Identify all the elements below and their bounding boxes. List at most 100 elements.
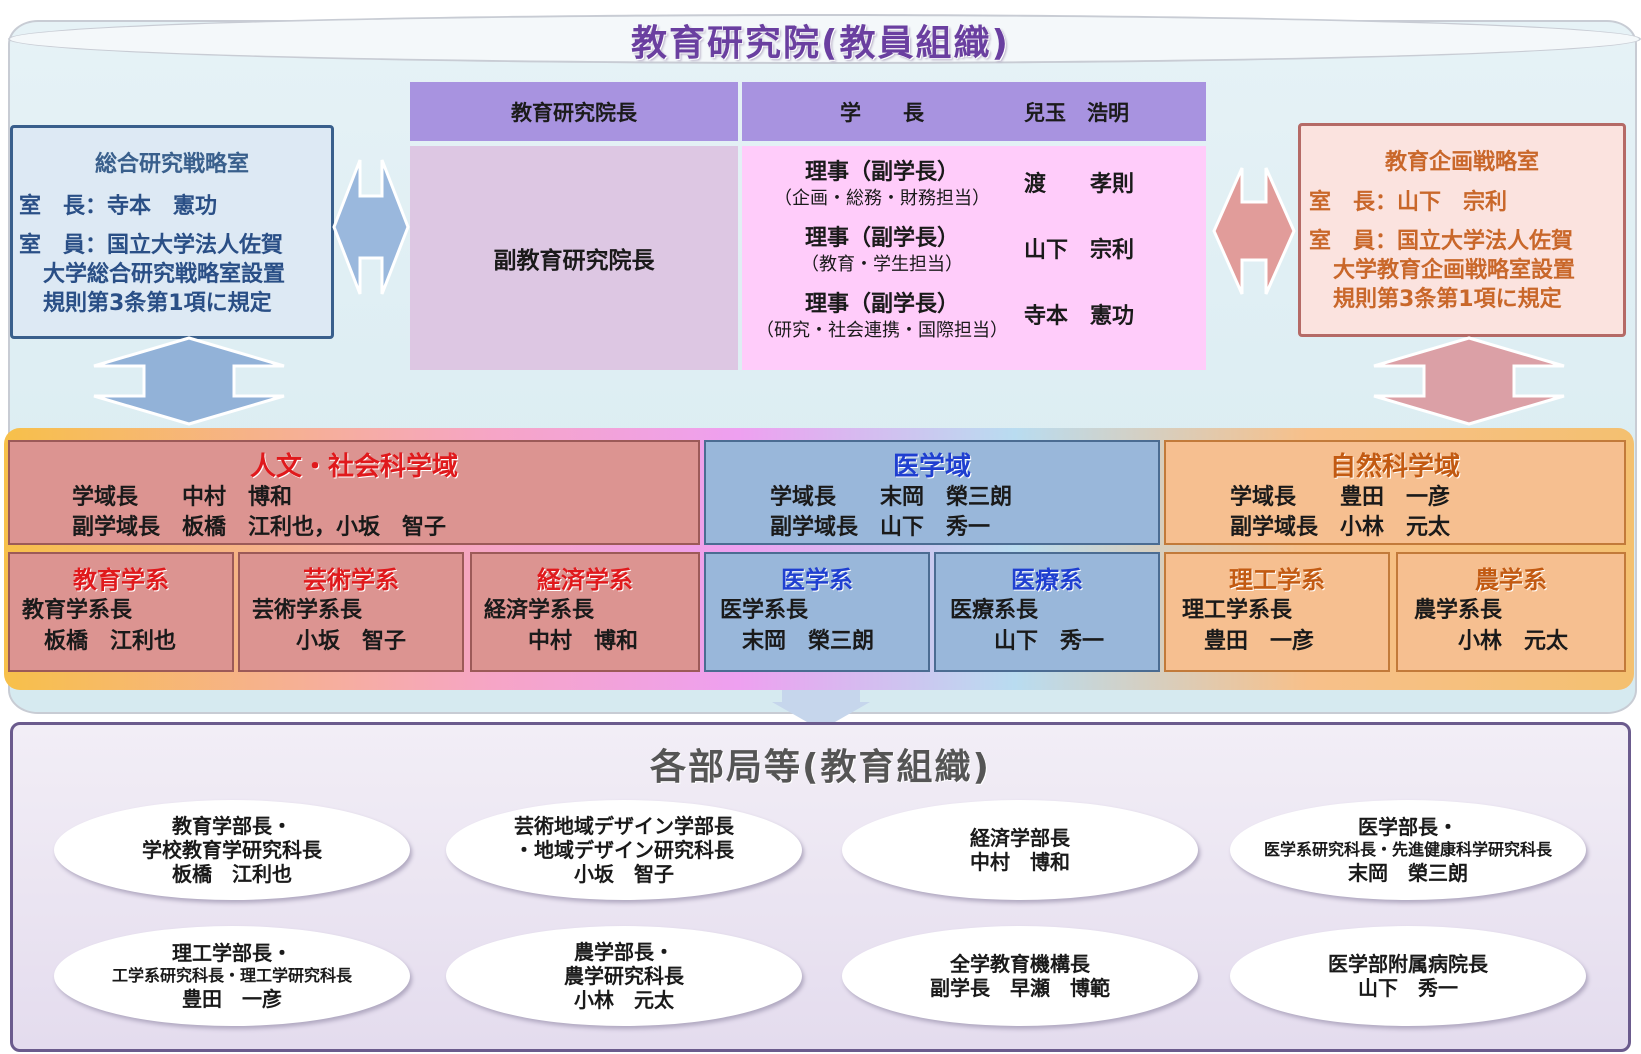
director-responsibility: （教育・学生担当） bbox=[801, 254, 963, 275]
dept-head-label: 芸術学系長 bbox=[252, 598, 363, 623]
director-row: 理事（副学長） （企画・総務・財務担当） 渡 孝則 bbox=[742, 152, 1206, 218]
dept-education: 教育学系 教育学系長 板橋 江利也 bbox=[8, 552, 234, 672]
unit-line: 教育学部長・ bbox=[172, 814, 292, 838]
domain-science: 自然科学域 学域長 豊田 一彦 副学域長 小林 元太 bbox=[1164, 440, 1626, 545]
dept-head-label: 経済学系長 bbox=[484, 598, 595, 623]
office-title: 総合研究戦略室 bbox=[94, 152, 249, 177]
unit-oval: 全学教育機構長 副学長 早瀬 博範 bbox=[842, 926, 1198, 1026]
dept-head-label: 農学系長 bbox=[1414, 598, 1503, 623]
dept-title: 芸術学系 bbox=[303, 566, 399, 594]
unit-line: 農学部長・ bbox=[574, 940, 674, 964]
director-row: 理事（副学長） （教育・学生担当） 山下 宗利 bbox=[742, 218, 1206, 284]
director-responsibility: （企画・総務・財務担当） bbox=[774, 188, 990, 209]
unit-line: ・地域デザイン研究科長 bbox=[514, 838, 734, 862]
dept-agriculture: 農学系 農学系長 小林 元太 bbox=[1396, 552, 1626, 672]
double-arrow-left-icon bbox=[332, 159, 410, 295]
domain-title: 医学域 bbox=[892, 452, 971, 482]
director-header: 教育研究院長 bbox=[410, 82, 738, 141]
president-header: 学 長 兒玉 浩明 bbox=[742, 82, 1206, 141]
unit-line: 豊田 一彦 bbox=[182, 987, 282, 1011]
dept-head-name: 中村 博和 bbox=[484, 629, 639, 654]
dept-healthcare: 医療系 医療系長 山下 秀一 bbox=[934, 552, 1160, 672]
director-name: 山下 宗利 bbox=[1024, 238, 1135, 263]
dept-title: 教育学系 bbox=[73, 566, 169, 594]
domain-title: 自然科学域 bbox=[1329, 452, 1460, 482]
unit-line: 経済学部長 bbox=[970, 826, 1070, 850]
unit-line: 理工学部長・ bbox=[172, 941, 292, 965]
unit-line: 中村 博和 bbox=[970, 850, 1070, 874]
office-head: 室 長：寺本 憲功 bbox=[19, 194, 218, 219]
president-label: 学 長 bbox=[840, 100, 924, 125]
unit-line: 学校教育学研究科長 bbox=[142, 838, 322, 862]
dept-head-label: 医学系長 bbox=[720, 598, 809, 623]
down-arrow-icon bbox=[772, 690, 870, 730]
dept-head-name: 豊田 一彦 bbox=[1182, 629, 1315, 654]
domain-head: 学域長 末岡 榮三朗 bbox=[770, 485, 1013, 510]
vertical-double-arrow-right-icon bbox=[1373, 336, 1565, 426]
education-planning-office: 教育企画戦略室 室 長：山下 宗利 室 員：国立大学法人佐賀 大学教育企画戦略室… bbox=[1298, 123, 1626, 337]
dept-science-engineering: 理工学系 理工学系長 豊田 一彦 bbox=[1164, 552, 1390, 672]
dept-title: 経済学系 bbox=[537, 566, 633, 594]
domain-deputy: 副学域長 小林 元太 bbox=[1230, 515, 1451, 540]
double-arrow-right-icon bbox=[1212, 167, 1296, 295]
president-name: 兒玉 浩明 bbox=[1024, 100, 1129, 125]
unit-line: 工学系研究科長・理工学研究科長 bbox=[111, 966, 352, 985]
dept-head-name: 小林 元太 bbox=[1414, 629, 1569, 654]
office-members-line: 規則第3条第1項に規定 bbox=[1333, 287, 1562, 312]
dept-title: 医療系 bbox=[1011, 566, 1083, 594]
vertical-double-arrow-left-icon bbox=[93, 336, 285, 426]
director-row: 理事（副学長） （研究・社会連携・国際担当） 寺本 憲功 bbox=[742, 284, 1206, 350]
directors-cell: 理事（副学長） （企画・総務・財務担当） 渡 孝則 理事（副学長） （教育・学生… bbox=[742, 146, 1206, 370]
office-head: 室 長：山下 宗利 bbox=[1309, 190, 1508, 215]
vice-director-cell: 副教育研究院長 bbox=[410, 146, 738, 370]
unit-oval: 理工学部長・ 工学系研究科長・理工学研究科長 豊田 一彦 bbox=[54, 926, 410, 1026]
unit-line: 農学研究科長 bbox=[564, 964, 684, 988]
domain-head: 学域長 中村 博和 bbox=[72, 485, 293, 510]
director-name: 渡 孝則 bbox=[1024, 172, 1135, 197]
unit-line: 小林 元太 bbox=[574, 988, 674, 1012]
unit-line: 全学教育機構長 bbox=[950, 952, 1090, 976]
unit-line: 医学系研究科長・先進健康科学研究科長 bbox=[1263, 840, 1552, 859]
office-members-line: 室 員：国立大学法人佐賀 bbox=[19, 233, 284, 258]
domain-title: 人文・社会科学域 bbox=[249, 452, 458, 482]
unit-oval: 医学部附属病院長 山下 秀一 bbox=[1230, 926, 1586, 1026]
unit-oval: 経済学部長 中村 博和 bbox=[842, 800, 1198, 900]
office-members-line: 大学総合研究戦略室設置 bbox=[43, 262, 286, 287]
dept-head-label: 医療系長 bbox=[950, 598, 1039, 623]
dept-arts: 芸術学系 芸術学系長 小坂 智子 bbox=[238, 552, 464, 672]
dept-title: 理工学系 bbox=[1229, 566, 1325, 594]
office-members-line: 大学教育企画戦略室設置 bbox=[1333, 258, 1576, 283]
dept-head-name: 小坂 智子 bbox=[252, 629, 407, 654]
unit-line: 医学部長・ bbox=[1358, 815, 1458, 839]
director-name: 寺本 憲功 bbox=[1024, 304, 1135, 329]
unit-line: 医学部附属病院長 bbox=[1328, 952, 1488, 976]
office-title: 教育企画戦略室 bbox=[1384, 150, 1539, 175]
unit-oval: 芸術地域デザイン学部長 ・地域デザイン研究科長 小坂 智子 bbox=[446, 800, 802, 900]
director-role: 理事（副学長） bbox=[804, 160, 959, 185]
unit-oval: 教育学部長・ 学校教育学研究科長 板橋 江利也 bbox=[54, 800, 410, 900]
domain-humanities: 人文・社会科学域 学域長 中村 博和 副学域長 板橋 江利也，小坂 智子 bbox=[8, 440, 700, 545]
domain-head: 学域長 豊田 一彦 bbox=[1230, 485, 1451, 510]
dept-head-name: 山下 秀一 bbox=[950, 629, 1105, 654]
unit-line: 末岡 榮三朗 bbox=[1348, 861, 1468, 885]
top-title: 教育研究院(教員組織) bbox=[631, 23, 1010, 64]
dept-head-label: 理工学系長 bbox=[1182, 598, 1293, 623]
cylinder-top bbox=[8, 14, 1641, 64]
bottom-title: 各部局等(教育組織) bbox=[650, 747, 991, 788]
office-members-line: 室 員：国立大学法人佐賀 bbox=[1309, 229, 1574, 254]
unit-line: 山下 秀一 bbox=[1358, 976, 1458, 1000]
unit-line: 板橋 江利也 bbox=[172, 862, 292, 886]
dept-medicine: 医学系 医学系長 末岡 榮三朗 bbox=[704, 552, 930, 672]
unit-oval: 医学部長・ 医学系研究科長・先進健康科学研究科長 末岡 榮三朗 bbox=[1230, 800, 1586, 900]
unit-line: 芸術地域デザイン学部長 bbox=[514, 814, 734, 838]
director-role: 理事（副学長） bbox=[804, 226, 959, 251]
dept-title: 医学系 bbox=[781, 566, 853, 594]
dept-head-name: 板橋 江利也 bbox=[22, 629, 177, 654]
dept-head-label: 教育学系長 bbox=[22, 598, 133, 623]
director-role: 理事（副学長） bbox=[804, 292, 959, 317]
domain-medical: 医学域 学域長 末岡 榮三朗 副学域長 山下 秀一 bbox=[704, 440, 1160, 545]
unit-line: 小坂 智子 bbox=[574, 862, 674, 886]
research-strategy-office: 総合研究戦略室 室 長：寺本 憲功 室 員：国立大学法人佐賀 大学総合研究戦略室… bbox=[10, 125, 334, 339]
domain-deputy: 副学域長 板橋 江利也，小坂 智子 bbox=[72, 515, 447, 540]
office-members-line: 規則第3条第1項に規定 bbox=[43, 291, 272, 316]
